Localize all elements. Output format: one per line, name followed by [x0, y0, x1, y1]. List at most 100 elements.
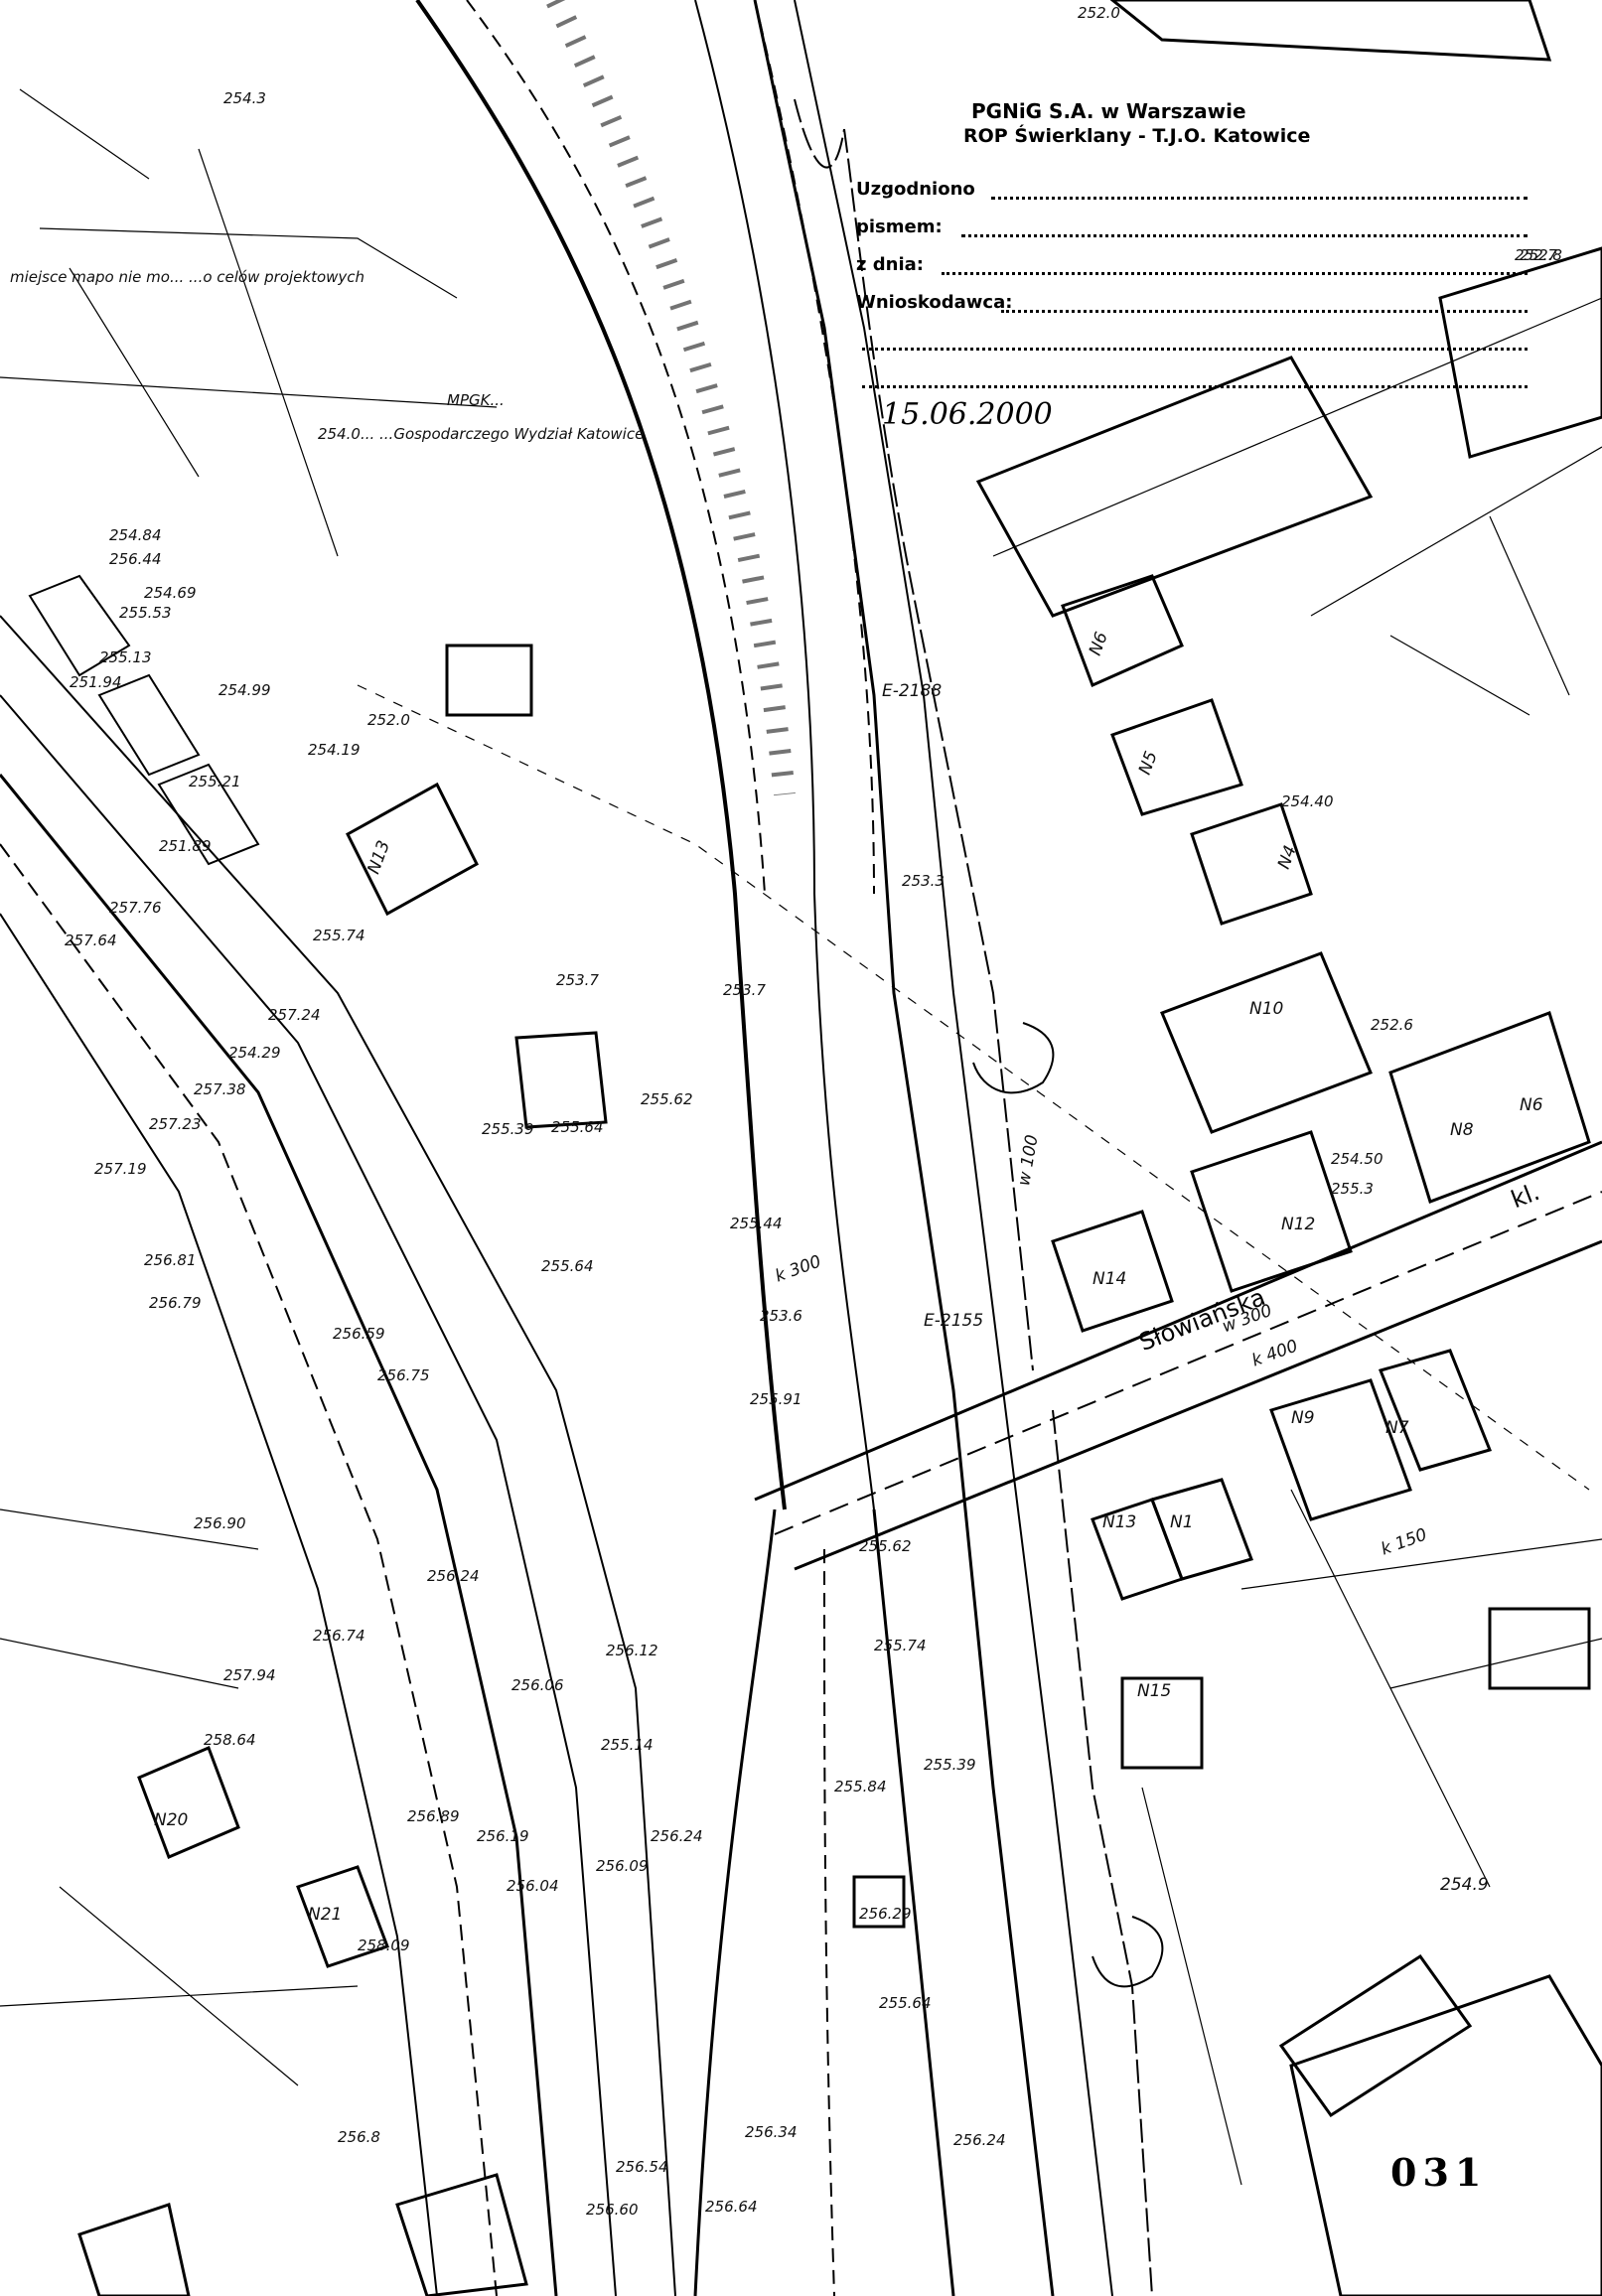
building-se-corner — [1289, 1974, 1602, 2296]
stamp-handwritten-date: 15.06.2000 — [882, 397, 1053, 432]
elevation-label: 254.69 — [144, 584, 197, 602]
header-note-3: 254.0... ...Gospodarczego Wydział Katowi… — [318, 425, 645, 443]
stamp-row-date: z dnia: — [856, 254, 924, 275]
buildings-row-west — [28, 574, 260, 866]
elevation-label: 251.94 — [70, 673, 122, 691]
stamp-row-agreed: Uzgodniono — [856, 179, 975, 200]
elevation-label: 257.64 — [65, 932, 117, 949]
stamp-organization: PGNiG S.A. w Warszawie — [971, 99, 1246, 123]
building-n1 — [1150, 1478, 1253, 1581]
gas-line-east — [794, 98, 1034, 1371]
elevation-label: 254.29 — [228, 1044, 281, 1062]
elevation-label: 256.12 — [606, 1642, 658, 1659]
building-n10 — [1160, 951, 1373, 1134]
dashed-boundary — [357, 684, 1590, 1491]
elevation-label: 256.90 — [194, 1514, 246, 1532]
building-mid-west — [514, 1031, 608, 1129]
elevation-label: 256.09 — [596, 1857, 649, 1875]
road-curb-1 — [466, 0, 766, 895]
corridor-line-5 — [0, 913, 438, 2296]
building-hashed — [1488, 1607, 1591, 1690]
corridor-line-2 — [0, 694, 617, 2296]
elevation-label: 254.3 — [223, 89, 266, 107]
elevation-label: 256.64 — [705, 2198, 758, 2216]
elevation-label: 256.81 — [144, 1251, 197, 1269]
building-south-w — [395, 2173, 528, 2296]
elevation-label: 257.24 — [268, 1006, 321, 1024]
elevation-label: 254.9 — [1440, 1875, 1489, 1895]
header-note-1: miejsce mapo nie mo... ...o celów projek… — [10, 268, 365, 286]
parcel-lines-se — [1141, 1489, 1602, 2186]
elevation-label: 257.38 — [194, 1080, 246, 1098]
building-code-label: N12 — [1281, 1215, 1316, 1234]
elevation-label: 256.29 — [859, 1905, 912, 1923]
building-code-label: N7 — [1385, 1418, 1409, 1438]
elevation-label: 257.76 — [109, 899, 162, 917]
building-large-ne — [975, 356, 1374, 618]
stamp-dots-1 — [991, 197, 1528, 200]
stamp-dots-4 — [1001, 310, 1528, 313]
pipe-label: E-2188 — [882, 681, 943, 701]
elevation-label: 254.19 — [308, 741, 361, 759]
pipe-label: E-2155 — [924, 1311, 984, 1331]
elevation-label: 255.62 — [641, 1090, 693, 1108]
elevation-label: 253.7 — [556, 971, 599, 989]
stamp-dots-3 — [942, 272, 1528, 275]
building-n7 — [1378, 1349, 1493, 1472]
elevation-label: 255.39 — [924, 1756, 976, 1774]
stamp-dots-2 — [961, 234, 1528, 237]
elevation-label: 256.74 — [313, 1627, 365, 1645]
slope-hatch-strip — [546, 0, 796, 796]
stamp-row-applicant: Wnioskodawca: — [856, 292, 1013, 313]
elevation-label: 255.74 — [313, 927, 365, 944]
building-center-south — [852, 1875, 906, 1929]
building-n5 — [1110, 698, 1243, 816]
elevation-label: 255.13 — [99, 648, 152, 666]
stamp-dots-5 — [862, 348, 1528, 351]
elevation-label: 252.7 — [1515, 246, 1557, 264]
building-code-label: N6 — [1520, 1095, 1543, 1115]
elevation-label: 254.84 — [109, 526, 162, 544]
road-east-border — [753, 0, 1055, 2296]
elevation-label: 252.0 — [367, 711, 410, 729]
parcel-lines-ne — [992, 297, 1602, 716]
stamp-row-letter: pismem: — [856, 216, 943, 237]
parcel-lines-sw — [0, 1508, 359, 2086]
elevation-label: 256.59 — [333, 1325, 385, 1343]
building-ne-top — [1109, 0, 1552, 62]
building-n12 — [1190, 1130, 1353, 1293]
elevation-label: 253.3 — [902, 872, 945, 890]
gas-line-south — [1052, 1409, 1153, 2296]
elevation-label: 256.44 — [109, 550, 162, 568]
elevation-label: 256.24 — [651, 1827, 703, 1845]
elevation-label: 252.6 — [1371, 1016, 1413, 1034]
elevation-label: 253.6 — [760, 1307, 802, 1325]
elevation-label: 256.75 — [377, 1366, 430, 1384]
building-n9 — [1269, 1378, 1412, 1521]
elevation-label: 255.84 — [834, 1778, 887, 1795]
elevation-label: 256.60 — [586, 2201, 639, 2219]
elevation-label: 256.24 — [953, 2131, 1006, 2149]
elevation-label: 257.94 — [223, 1666, 276, 1684]
corridor-line-1 — [0, 615, 676, 2296]
building-code-label: N21 — [308, 1905, 343, 1925]
road-east-border-2 — [794, 0, 1113, 2296]
elevation-label: 255.44 — [730, 1215, 783, 1232]
road-south-curb — [823, 1548, 835, 2296]
building-east-edge — [1438, 246, 1602, 459]
building-code-label: N9 — [1291, 1408, 1315, 1428]
elevation-label: 257.23 — [149, 1115, 202, 1133]
building-code-label: N14 — [1092, 1269, 1127, 1289]
elevation-label: 254.99 — [218, 681, 271, 699]
elevation-label: 252.8 — [1520, 246, 1562, 264]
building-n6 — [1061, 574, 1184, 688]
elevation-label: 256.54 — [616, 2158, 668, 2176]
stamp-department: ROP Świerklany - T.J.O. Katowice — [963, 125, 1311, 147]
elevation-label: 255.64 — [541, 1257, 594, 1275]
stamp-dots-6 — [862, 385, 1528, 388]
road-edge-west — [415, 0, 787, 1510]
elevation-label: 255.74 — [874, 1637, 927, 1654]
building-n20 — [137, 1746, 240, 1859]
road-south-west — [693, 1508, 777, 2296]
